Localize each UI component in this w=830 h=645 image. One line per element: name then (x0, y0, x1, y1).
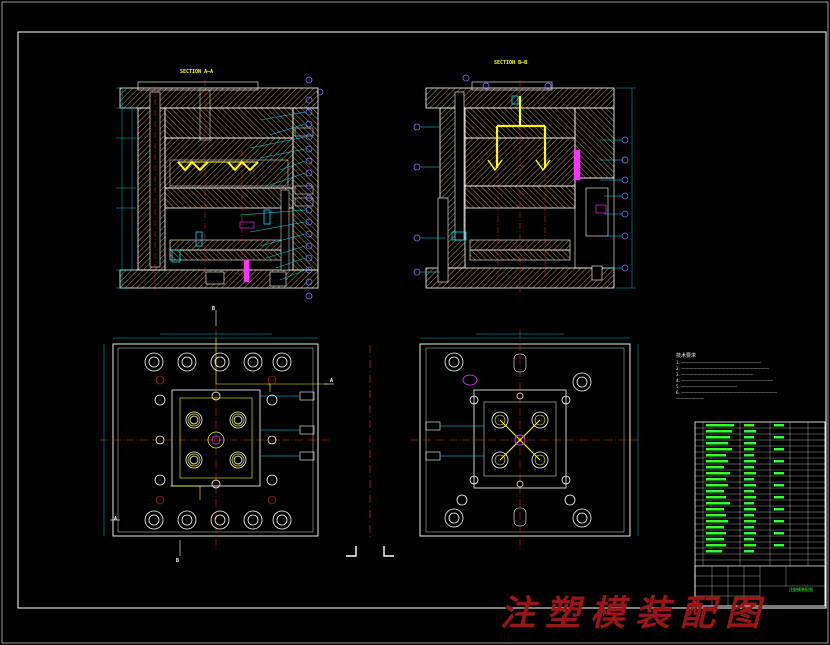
section-b-title: SECTION B—B (494, 60, 528, 66)
section-a-a-view (116, 80, 319, 290)
part-balloon (305, 218, 313, 226)
part-balloon (305, 133, 313, 141)
part-balloon (621, 176, 629, 184)
part-balloon (621, 156, 629, 164)
watermark-text: 注塑模装配图 (500, 593, 771, 634)
part-balloon (305, 96, 313, 104)
part-balloon (305, 145, 313, 153)
title-block (694, 421, 826, 607)
section-b-b-view (420, 80, 636, 292)
technical-note-line: 4. ——————————————————————— (676, 378, 774, 383)
part-balloon (305, 278, 313, 286)
technical-notes-heading: 技术要求 (676, 353, 697, 359)
section-marker-b-bottom: B (176, 558, 180, 564)
part-balloon (305, 206, 313, 214)
plan-view-fixed-half (100, 310, 334, 556)
part-balloon (305, 169, 313, 177)
part-balloon (305, 266, 313, 274)
technical-note-line: 5. —————————————— (676, 384, 738, 389)
technical-note-line: 1. ———————————————————— (676, 360, 762, 365)
part-balloon (305, 292, 313, 300)
part-balloon (305, 194, 313, 202)
part-balloon (305, 230, 313, 238)
part-balloon (462, 74, 470, 82)
plan-view-moving-half (410, 330, 640, 550)
part-balloon (305, 120, 313, 128)
part-balloon (305, 157, 313, 165)
technical-note-line: 3. —————————————————— (676, 372, 754, 377)
part-balloon (621, 210, 629, 218)
section-a-title: SECTION A—A (180, 69, 214, 75)
title-block-name: 注塑模装配图 (789, 587, 813, 592)
section-marker-a-left: A (114, 516, 118, 522)
part-balloon (305, 254, 313, 262)
technical-note-line: 2. —————————————————————— (676, 366, 770, 371)
part-balloon (305, 182, 313, 190)
part-balloon (621, 136, 629, 144)
part-balloon (413, 234, 421, 242)
view-direction-marks (346, 546, 394, 557)
part-balloon (621, 264, 629, 272)
part-balloon (544, 82, 552, 90)
technical-note-line: 6. ———————————————————————— (676, 390, 778, 395)
inner-frame (17, 31, 827, 609)
part-balloon (413, 123, 421, 131)
part-balloon (305, 108, 313, 116)
part-balloon (316, 88, 324, 96)
part-balloon (413, 163, 421, 171)
part-balloon (305, 76, 313, 84)
part-balloons (305, 74, 629, 300)
section-marker-b-top: B (212, 306, 216, 312)
part-balloon (621, 192, 629, 200)
part-balloon (305, 242, 313, 250)
part-balloon (413, 268, 421, 276)
technical-note-line: ——————— (676, 396, 704, 401)
part-balloon (621, 232, 629, 240)
section-marker-a-right: A (330, 378, 334, 384)
part-balloon (482, 82, 490, 90)
